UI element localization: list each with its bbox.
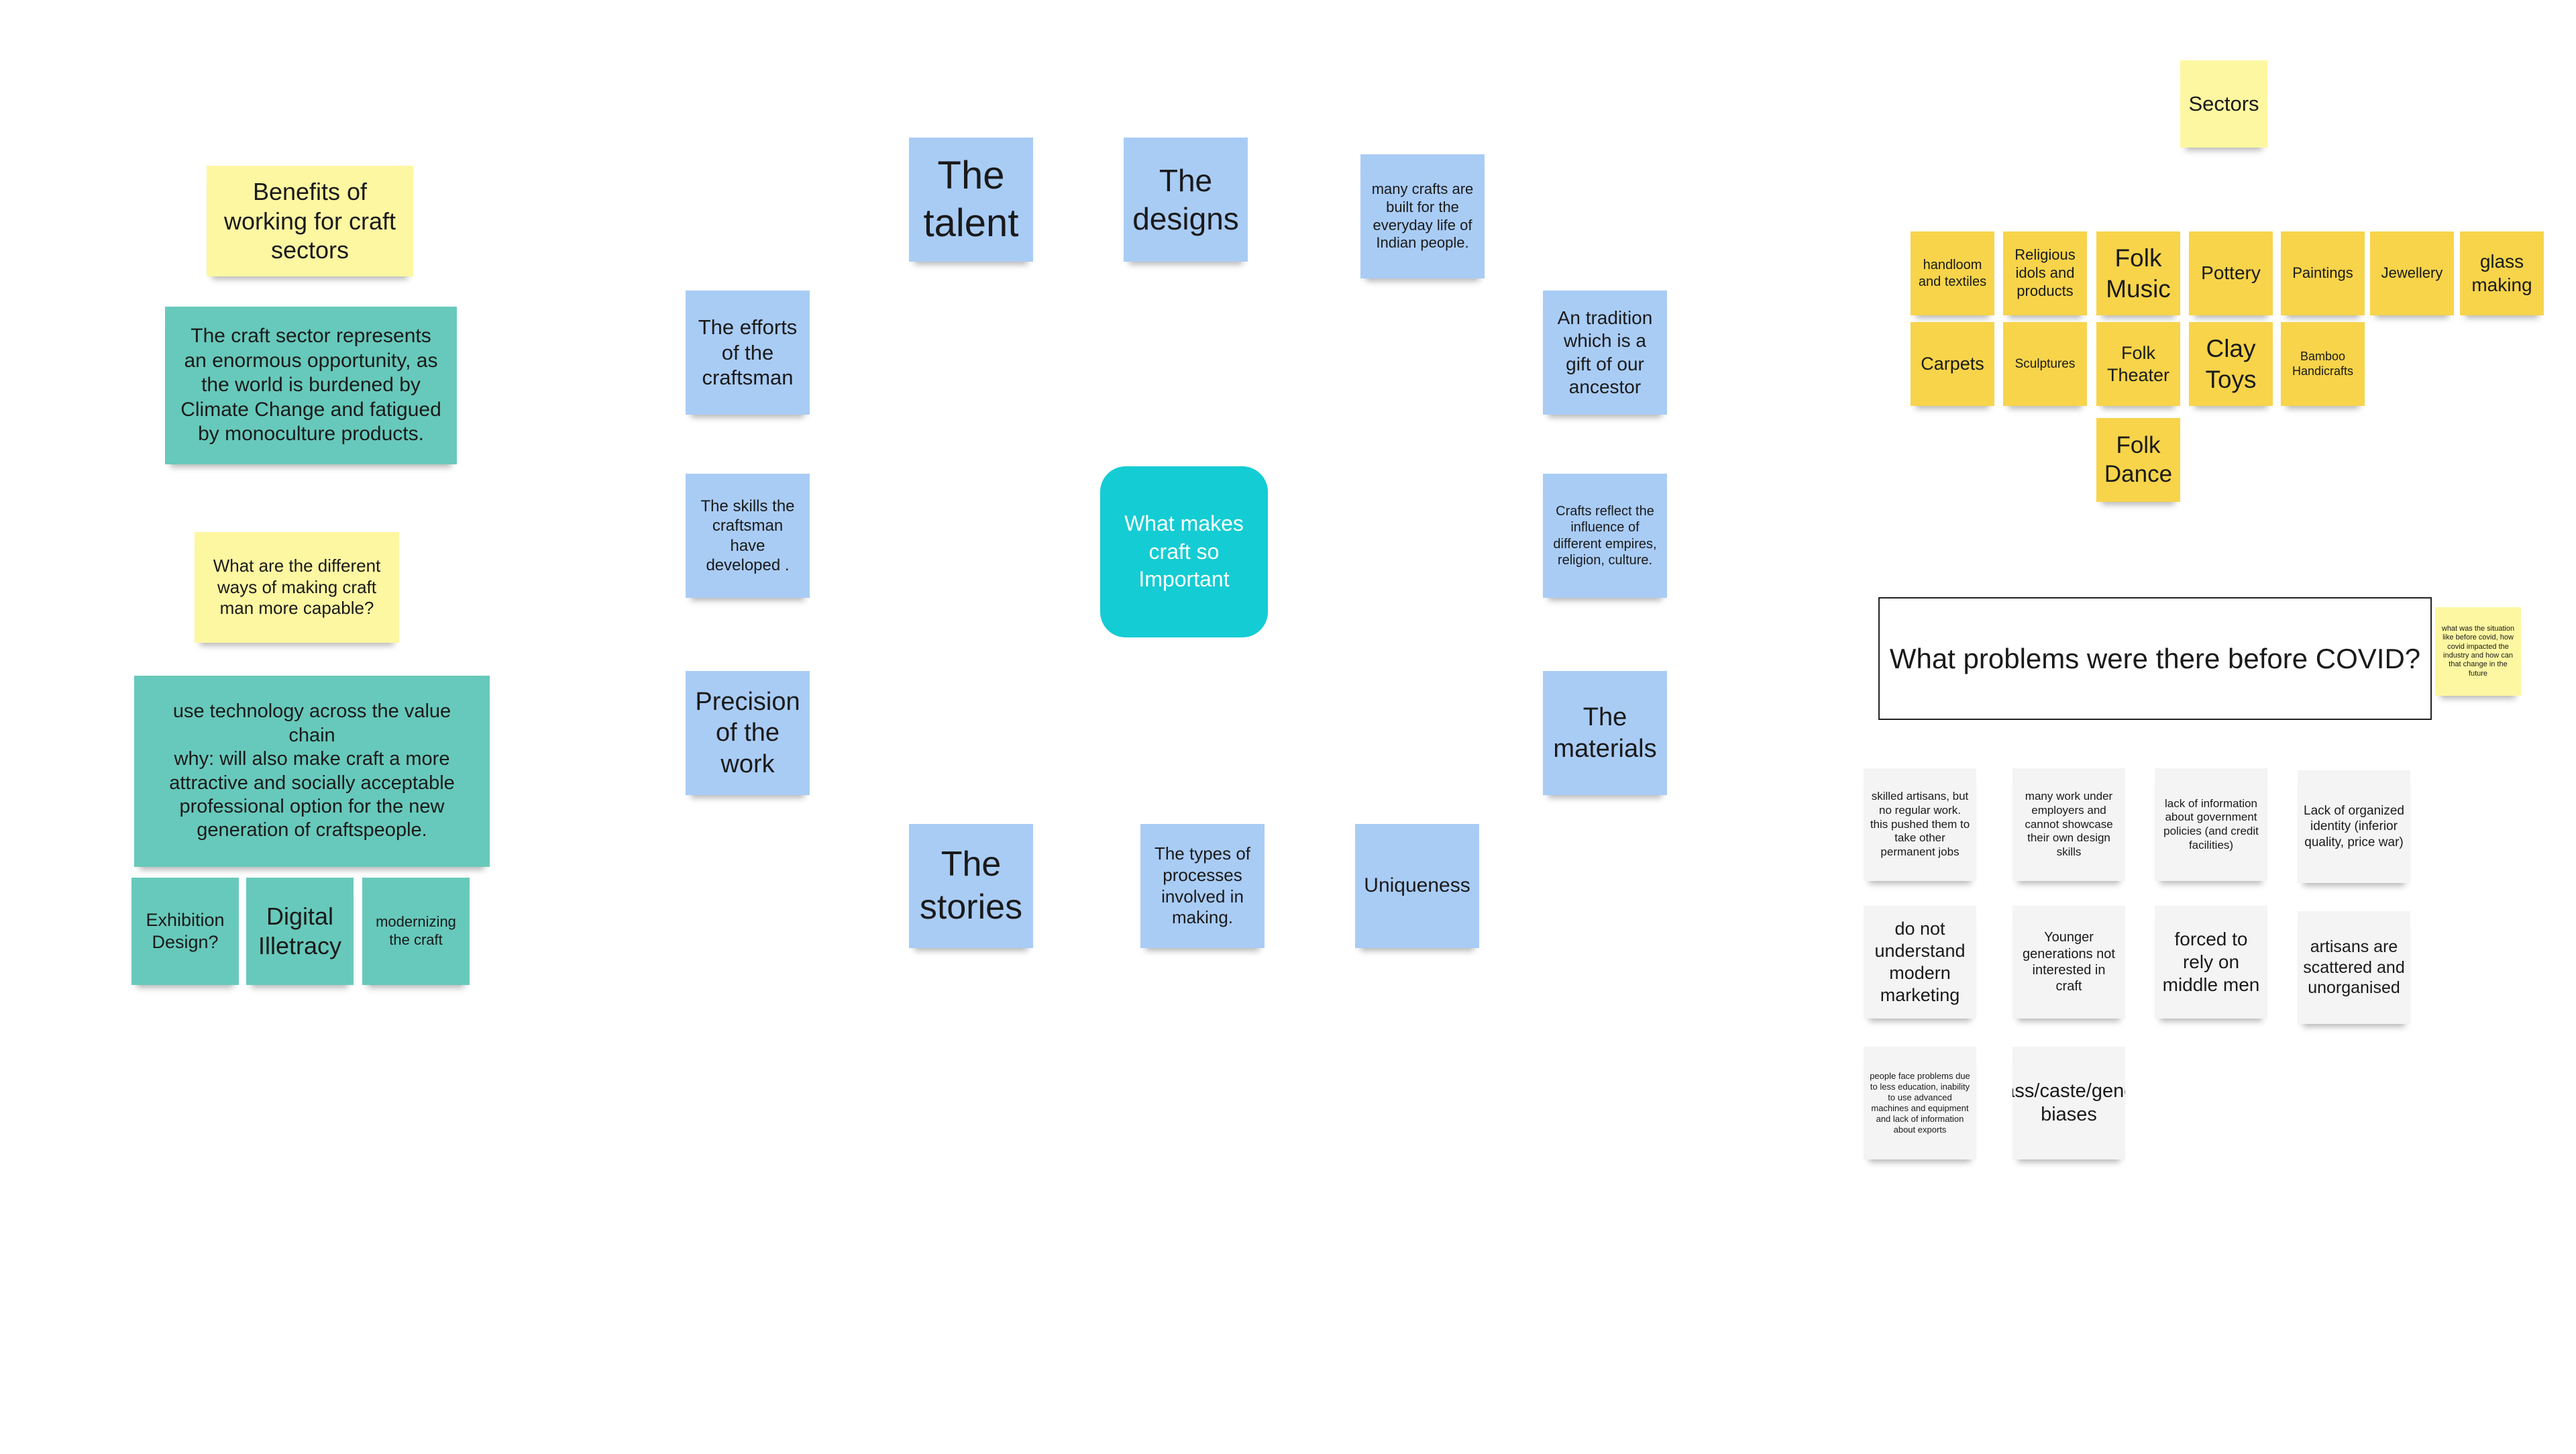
sector-pottery[interactable]: Pottery [2189,231,2273,315]
sector-folk-dance[interactable]: Folk Dance [2096,418,2180,502]
problem-less-education[interactable]: people face problems due to less educati… [1864,1047,1976,1159]
note-designs[interactable]: The designs [1124,138,1248,262]
note-uniqueness[interactable]: Uniqueness [1355,824,1479,948]
problem-work-under-employers[interactable]: many work under employers and cannot sho… [2012,768,2125,881]
sector-folk-music[interactable]: Folk Music [2096,231,2180,315]
note-craft-opportunity[interactable]: The craft sector represents an enormous … [165,307,457,464]
problem-no-regular-work[interactable]: skilled artisans, but no regular work. t… [1864,768,1976,881]
note-efforts[interactable]: The efforts of the craftsman [686,291,810,415]
problem-biases[interactable]: Class/caste/gender biases [2012,1047,2125,1159]
note-digital-illiteracy[interactable]: Digital Illetracy [246,878,354,985]
sector-clay-toys[interactable]: Clay Toys [2189,322,2273,406]
note-influence[interactable]: Crafts reflect the influence of differen… [1543,474,1667,598]
sector-carpets[interactable]: Carpets [1911,322,1994,406]
note-talent[interactable]: The talent [909,138,1033,262]
sector-sculptures[interactable]: Sculptures [2003,322,2087,406]
problem-scattered-artisans[interactable]: artisans are scattered and unorganised [2298,911,2410,1024]
problem-younger-generations[interactable]: Younger generations not interested in cr… [2012,906,2125,1019]
note-use-technology[interactable]: use technology across the value chain wh… [134,676,490,867]
sector-glass-making[interactable]: glass making [2460,231,2544,315]
note-processes[interactable]: The types of processes involved in makin… [1140,824,1265,948]
note-sectors-title[interactable]: Sectors [2180,60,2267,148]
sector-handloom[interactable]: handloom and textiles [1911,231,1994,315]
sector-religious-idols[interactable]: Religious idols and products [2003,231,2087,315]
note-exhibition-design[interactable]: Exhibition Design? [131,878,239,985]
problem-organized-identity[interactable]: Lack of organized identity (inferior qua… [2298,770,2410,883]
note-covid-situation[interactable]: what was the situation like before covid… [2435,607,2521,696]
note-materials[interactable]: The materials [1543,671,1667,795]
central-topic-card[interactable]: What makes craft so Important [1100,466,1268,637]
note-everyday-life[interactable]: many crafts are built for the everyday l… [1360,154,1485,278]
sector-paintings[interactable]: Paintings [2281,231,2365,315]
note-modernizing[interactable]: modernizing the craft [362,878,470,985]
note-skills[interactable]: The skills the craftsman have developed … [686,474,810,598]
note-precision[interactable]: Precision of the work [686,671,810,795]
problem-middle-men[interactable]: forced to rely on middle men [2155,906,2267,1019]
note-capability-question[interactable]: What are the different ways of making cr… [195,532,399,643]
note-tradition[interactable]: An tradition which is a gift of our ance… [1543,291,1667,415]
problem-lack-policy-info[interactable]: lack of information about government pol… [2155,768,2267,881]
note-benefits-title[interactable]: Benefits of working for craft sectors [207,166,413,276]
sector-jewellery[interactable]: Jewellery [2370,231,2454,315]
problem-modern-marketing[interactable]: do not understand modern marketing [1864,906,1976,1019]
problems-frame-title[interactable]: What problems were there before COVID? [1878,597,2432,720]
sector-folk-theater[interactable]: Folk Theater [2096,322,2180,406]
sector-bamboo-handicrafts[interactable]: Bamboo Handicrafts [2281,322,2365,406]
note-stories[interactable]: The stories [909,824,1033,948]
